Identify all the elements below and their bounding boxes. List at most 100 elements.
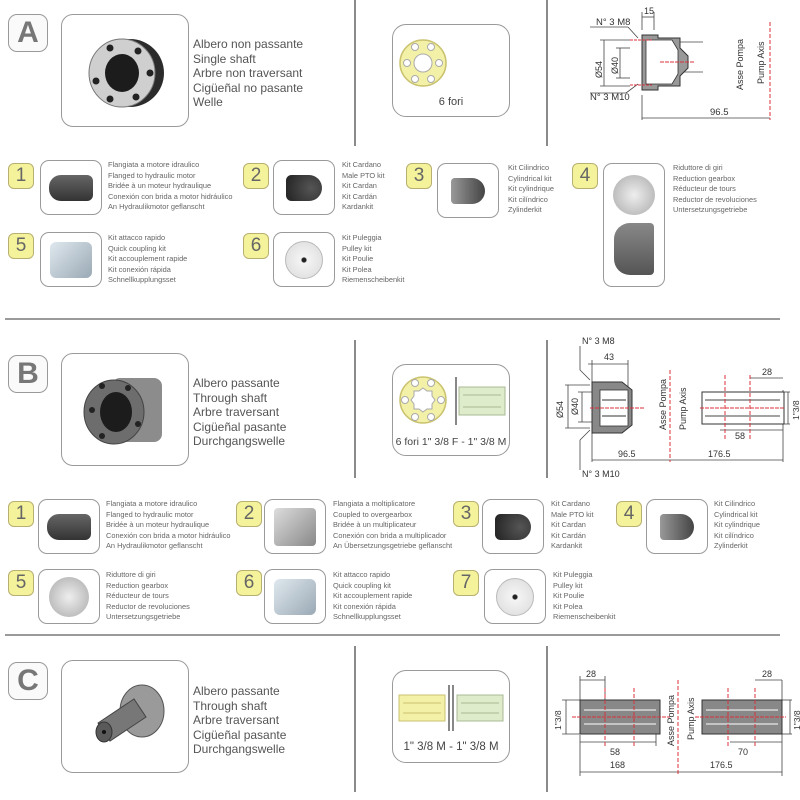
dim-to-axis: 96.5 [710,107,729,118]
dim-inner-dia: Ø40 [610,57,620,74]
double-shaft-icon [398,685,504,731]
cardan-kit-icon [286,174,322,201]
dim-shaft-dia: 1"3/8 [791,400,800,420]
section-separator [5,318,780,320]
flange-caption: 6 fori 1" 3/8 F - 1" 3/8 M [395,436,507,448]
quick-coupling-icon [274,578,316,615]
six-hole-flange-icon [399,39,447,87]
through-shaft-flange-icon [83,377,162,444]
axis-label-it: Asse Pompa [666,695,676,746]
axis-label-en: Pump Axis [686,697,696,740]
dim-shaft-dia-left: 1"3/8 [553,710,563,730]
section-a-letter: A [8,14,48,52]
desc-es: Cigüeñal no pasante [193,80,304,95]
desc-en: Through shaft [193,698,268,713]
flange-caption: 6 fori [438,96,464,108]
quick-coupling-icon [50,241,92,278]
dim-shaft-dia-right: 1"3/8 [792,710,800,730]
desc-en: Through shaft [193,390,268,405]
kit-number-badge: 3 [406,163,432,189]
kit-image-reduction-gearbox [38,569,100,624]
reduction-gearbox-icon [49,576,89,617]
kit-number-badge: 6 [243,233,269,259]
section-b-letter: B [8,355,48,393]
kit-image-pulley [273,232,335,287]
desc-fr: Arbre traversant [193,405,280,419]
through-shaft-spline-icon [95,684,165,742]
dim-spline-right: 28 [762,669,772,679]
section-a-photo [61,14,189,127]
kit-number-badge: 3 [453,501,479,527]
desc-it: Albero non passante [193,37,304,51]
kit-image-pulley [484,569,546,624]
kit-image-reduction-gearbox [603,163,665,287]
section-b-flange-diagram: 6 fori 1" 3/8 F - 1" 3/8 M [392,364,510,456]
kit-number-badge: 4 [616,501,642,527]
desc-en: Single shaft [193,51,256,66]
kit-image-cylindrical [437,163,499,218]
dim-len-right: 70 [738,747,748,757]
dim-spline-len: 58 [735,431,745,441]
kit-image-cardan [273,160,335,215]
kit-number-badge: 6 [236,570,262,596]
divider [546,0,548,146]
pulley-icon [496,577,534,616]
section-c-shaft-diagram: 1" 3/8 M - 1" 3/8 M [392,670,510,763]
dim-spline-left: 28 [586,669,596,679]
kit-number-badge: 5 [8,233,34,259]
dim-left: 96.5 [618,449,636,459]
kit-image-hydraulic-motor [38,499,100,554]
dim-len-left: 58 [610,747,620,757]
section-c-letter: C [8,662,48,700]
kit-image-cardan [482,499,544,554]
kit-image-quick-coupling [264,569,326,624]
section-c-technical-drawing: 28 28 58 70 168 176.5 1"3/8 1"3/8 Asse P… [553,669,800,776]
desc-es: Cigüeñal pasante [193,419,287,434]
bolts-bottom-label: N° 3 M10 [582,469,620,479]
section-b-photo [61,353,189,466]
cardan-kit-icon [495,513,531,540]
section-a-description: Albero non passante Single shaft Arbre n… [193,37,303,110]
desc-fr: Arbre traversant [193,713,280,727]
cylindrical-kit-icon [660,513,694,540]
desc-it: Albero passante [193,684,280,698]
bolts-top-label: N° 3 M8 [596,17,630,28]
kit-image-quick-coupling [40,232,102,287]
desc-it: Albero passante [193,376,280,390]
divider [354,0,356,146]
section-separator [5,634,780,636]
dim-width: 43 [604,352,614,362]
kit-number-badge: 7 [453,570,479,596]
overgearbox-icon [274,507,316,546]
kit-number-badge: 2 [243,163,269,189]
section-a-flange-diagram: 6 fori [392,24,510,117]
dim-spline: 28 [762,367,772,377]
section-a-technical-drawing: N° 3 M8 N° 3 M10 15 Ø54 Ø40 96.5 Asse Po… [590,6,771,120]
axis-label-en: Pump Axis [678,387,688,430]
axis-label-en: Pump Axis [756,41,766,84]
desc-es: Cigüeñal pasante [193,727,287,742]
kit-number-badge: 5 [8,570,34,596]
dim-outer-dia: Ø54 [555,401,565,418]
desc-de: Durchgangswelle [193,742,286,756]
bolts-top-label: N° 3 M8 [582,336,615,346]
dim-width: 15 [644,6,654,16]
bolts-bottom-label: N° 3 M10 [590,92,630,103]
section-c-photo [61,660,189,773]
divider [546,340,548,478]
section-b-description: Albero passante Through shaft Arbre trav… [193,376,286,449]
single-shaft-flange-icon [88,38,164,107]
desc-de: Durchgangswelle [193,434,286,448]
